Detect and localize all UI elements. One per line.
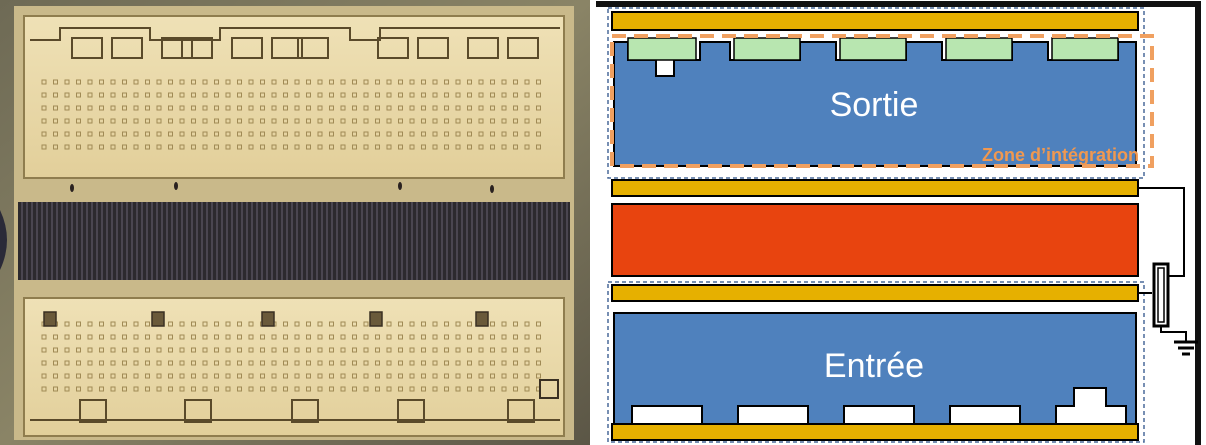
green-pad-5 (1052, 38, 1118, 60)
green-pad-1 (628, 38, 696, 60)
surface-speck (174, 182, 178, 190)
bottom-contact (476, 312, 488, 326)
bottom-contact (152, 312, 164, 326)
surface-speck (490, 185, 494, 193)
surface-speck (70, 184, 74, 192)
green-pad-3 (840, 38, 906, 60)
resistor-load (1154, 264, 1168, 326)
label-integration-zone: Zone d’intégration (982, 145, 1139, 165)
bottom-contact (44, 312, 56, 326)
middle-gold-electrode (612, 180, 1138, 196)
interdigitated-comb (18, 202, 570, 280)
schematic-svg: Sortie Zone d’intégration Entrée (596, 0, 1206, 445)
label-entree: Entrée (824, 347, 924, 385)
bottom-contact (262, 312, 274, 326)
top-gold-electrode (612, 12, 1138, 30)
cross-section-schematic: Sortie Zone d’intégration Entrée (596, 0, 1206, 445)
wire-to-ground (1161, 326, 1186, 342)
surface-speck (398, 182, 402, 190)
chip-micrograph-photo (0, 0, 590, 445)
bottom-gold-electrode (612, 424, 1138, 440)
green-pad-4 (946, 38, 1012, 60)
label-sortie: Sortie (830, 86, 919, 124)
micrograph-svg (0, 0, 590, 445)
lower-gold-electrode (612, 285, 1138, 301)
red-piezo-layer (612, 204, 1138, 276)
ground-icon (1174, 342, 1198, 354)
green-pad-2 (734, 38, 800, 60)
bottom-contact (370, 312, 382, 326)
